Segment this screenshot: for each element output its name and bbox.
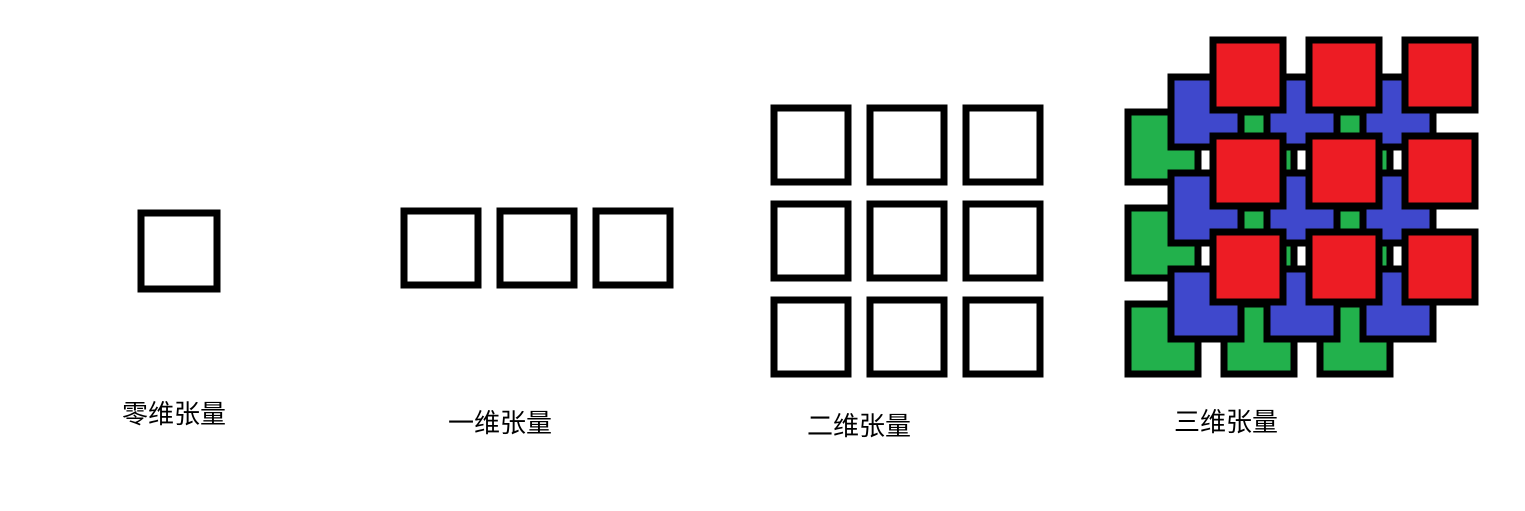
vector-cell	[496, 207, 578, 289]
tensor-front-layer-cell	[1401, 228, 1479, 306]
matrix-cell	[770, 296, 852, 378]
tensor-front-layer-cell	[1209, 36, 1287, 114]
tensor-front-layer-cell	[1209, 132, 1287, 210]
scalar-caption: 零维张量	[122, 400, 227, 430]
vector-cell	[400, 207, 482, 289]
tensor3d-group	[1124, 36, 1479, 378]
tensor-front-layer-cell	[1401, 132, 1479, 210]
vector-caption: 一维张量	[448, 409, 553, 439]
tensor-front-layer-cell	[1305, 36, 1383, 114]
vector-cell	[592, 207, 674, 289]
vector-group	[400, 207, 674, 289]
tensor-front-layer-cell	[1305, 228, 1383, 306]
tensor-front-layer	[1209, 36, 1479, 306]
matrix-cell	[770, 200, 852, 282]
matrix-cell	[962, 104, 1044, 186]
tensor-front-layer-cell	[1209, 228, 1287, 306]
matrix-caption: 二维张量	[807, 412, 912, 442]
scalar-group	[137, 209, 221, 293]
matrix-group	[770, 104, 1044, 378]
matrix-cell	[962, 200, 1044, 282]
tensor-front-layer-cell	[1305, 132, 1383, 210]
matrix-cell	[962, 296, 1044, 378]
matrix-cell	[866, 296, 948, 378]
matrix-cell	[770, 104, 852, 186]
matrix-cell	[866, 104, 948, 186]
scalar-cell	[137, 209, 221, 293]
tensor-front-layer-cell	[1401, 36, 1479, 114]
tensor3d-caption: 三维张量	[1174, 408, 1279, 438]
matrix-cell	[866, 200, 948, 282]
